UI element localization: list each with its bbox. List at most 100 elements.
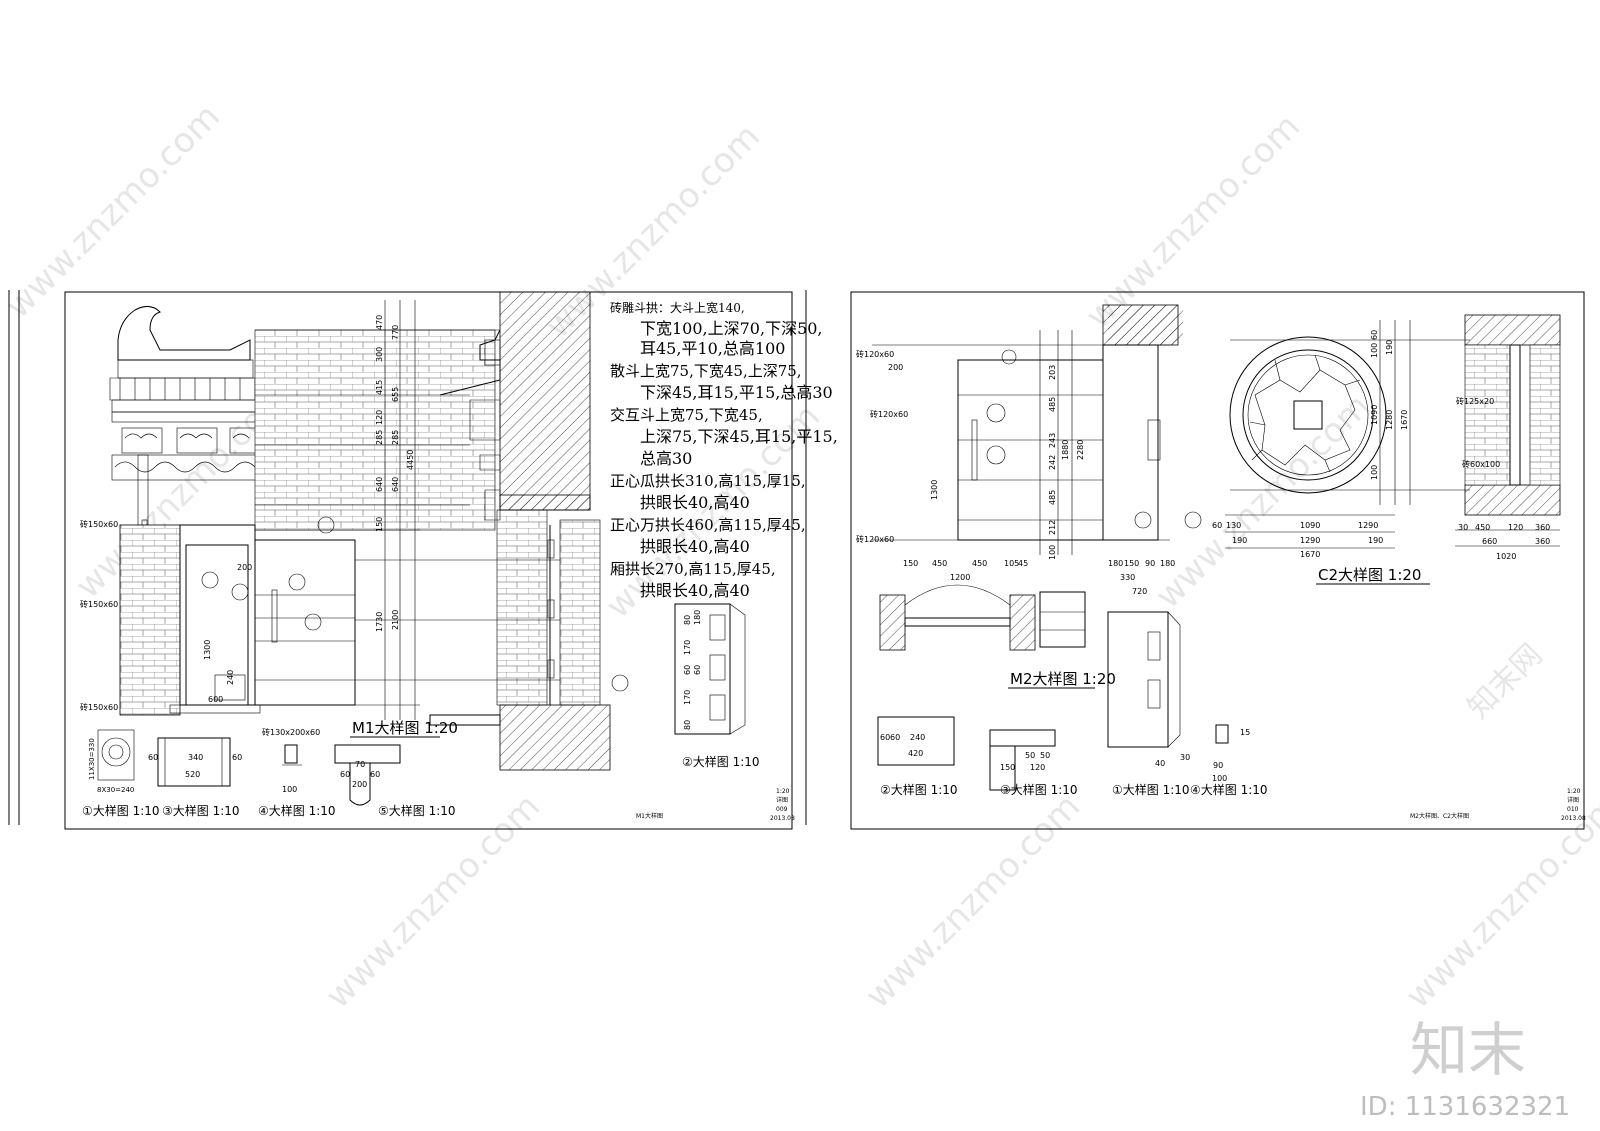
dim-label: 360 [1535,537,1550,546]
note-line: 砖雕斗拱：大斗上宽140, [610,300,745,315]
note-line: 总高30 [640,449,692,468]
dim-label: 60 [890,733,900,742]
window-c2-elevation [1108,305,1470,549]
dim-label: 1090 [1300,521,1320,530]
title-type: 详图 [1567,796,1579,804]
dim-label: 470 [375,315,384,330]
dim-label: 415 [375,380,384,395]
detail-caption: ④大样图 1:10 [1190,782,1268,797]
dim-label: 200 [237,563,252,572]
note-line: 交互斗上宽75,下宽45, [610,406,763,424]
detail-2-drawing: 80 180 170 60 60 170 80 [674,603,746,735]
dim-label: 1290 [1300,536,1320,545]
dim-label: 200 [352,780,367,789]
brand-logo: 知末 [1410,1016,1526,1084]
title-number: 009 [776,806,788,813]
dim-label: 190 [1385,340,1394,355]
note-line: 散斗上宽75,下宽45,上深75, [610,362,802,380]
title-scale: 1:20 [1567,788,1581,795]
note-line: 下宽100,上深70,下深50, [640,319,823,338]
dim-label: 100 [1370,343,1379,358]
detail-caption: ①大样图 1:10 [1112,782,1190,797]
detail-1-mask: 8X30=240 11X30=330 [88,729,134,794]
left-sheet-border [64,291,793,830]
dim-label: 130 [1226,521,1241,530]
door-knocker-ring [231,583,249,601]
door-m2-plan [879,584,1036,651]
dim-label: 70 [355,760,365,769]
dim-label: 1670 [1400,410,1409,430]
dim-label: 60 [148,753,158,762]
dim-label: 60 [683,665,692,675]
dim-label: 2100 [391,610,400,630]
dim-label: 150 [375,517,384,532]
note-line: 下深45,耳15,平15,总高30 [640,383,833,402]
detail-caption: ③大样图 1:10 [1000,782,1078,797]
dim-label: 200 [888,363,903,372]
dim-label: 60 [1212,521,1222,530]
dim-label: 50 [1040,751,1050,760]
dim-label: 1880 [1061,440,1070,460]
image-id: ID: 1131632321 [1360,1092,1570,1122]
dim-label: 1290 [1358,521,1378,530]
dim-label: 1300 [203,640,212,660]
note-line: 拱眼长40,高40 [640,493,750,512]
dim-label: 8X30=240 [97,786,134,794]
bracket-set-row [121,427,257,454]
dim-label: 770 [391,325,400,340]
note-line: 正心万拱长460,高115,厚45, [610,516,806,534]
dim-label: 30 [1458,523,1468,532]
dim-label: 150 [1124,559,1139,568]
brick-size-label: 砖120x60 [856,534,894,544]
dim-label: 60 [693,665,702,675]
dim-label: 212 [1048,520,1057,535]
dim-label: 90 [1145,559,1155,568]
brick-size-label: 砖120x60 [870,409,908,419]
dim-label: 450 [1475,523,1490,532]
detail-4-drawing: 100 [282,744,302,794]
dim-label: 60 [370,770,380,779]
brick-size-label: 砖130x200x60 [262,727,320,737]
dim-label: 90 [1213,761,1223,770]
brick-size-label: 砖120x60 [856,349,894,359]
dim-label: 4450 [406,450,415,470]
detail-3-drawing: 340 520 60 60 [148,737,242,787]
dim-label: 640 [391,477,400,492]
detail-5-drawing: 70 60 60 200 [334,744,401,806]
dim-label: 450 [932,559,947,568]
dim-label: 640 [375,477,384,492]
title-date: 2013.08 [770,815,795,822]
dim-label: 203 [1048,365,1057,380]
dim-label: 190 [1232,536,1247,545]
caption-m2: M2大样图 1:20 [1010,670,1116,688]
dim-label: 60 [1370,330,1379,340]
dim-label: 485 [1048,490,1057,505]
detail-caption: ①大样图 1:10 [82,803,160,818]
dim-label: 180 [1160,559,1175,568]
detail-2-right: 240 420 60 60 [877,716,955,766]
detail-caption: ③大样图 1:10 [162,803,240,818]
dim-label: 240 [226,670,235,685]
dim-label: 340 [188,753,203,762]
dim-label: 520 [185,770,200,779]
dim-label: 285 [375,430,384,445]
door-m1-elevation [169,524,356,714]
detail-caption: ⑤大样图 1:10 [378,803,456,818]
dim-label: 240 [910,733,925,742]
dim-label: 100 [1212,774,1227,783]
dim-label: 15 [1240,728,1250,737]
title-block-right: M2大样图、C2大样图 1:20 详图 010 2013.08 [1410,788,1586,822]
title-scale: 1:20 [776,788,790,795]
note-line: 拱眼长40,高40 [640,537,750,556]
dim-label: 100 [1370,465,1379,480]
dim-label: 190 [1368,536,1383,545]
dim-label: 2280 [1076,440,1085,460]
dim-label: 1020 [1496,552,1516,561]
dim-label: 120 [1508,523,1523,532]
wall-section [429,291,611,771]
detail-1b-right [1039,591,1086,648]
title-block-left: M1大样图 1:20 详图 009 2013.08 [636,788,795,822]
detail-4-right: 90 100 15 [1212,724,1250,783]
dim-label: 105 [1004,559,1019,568]
